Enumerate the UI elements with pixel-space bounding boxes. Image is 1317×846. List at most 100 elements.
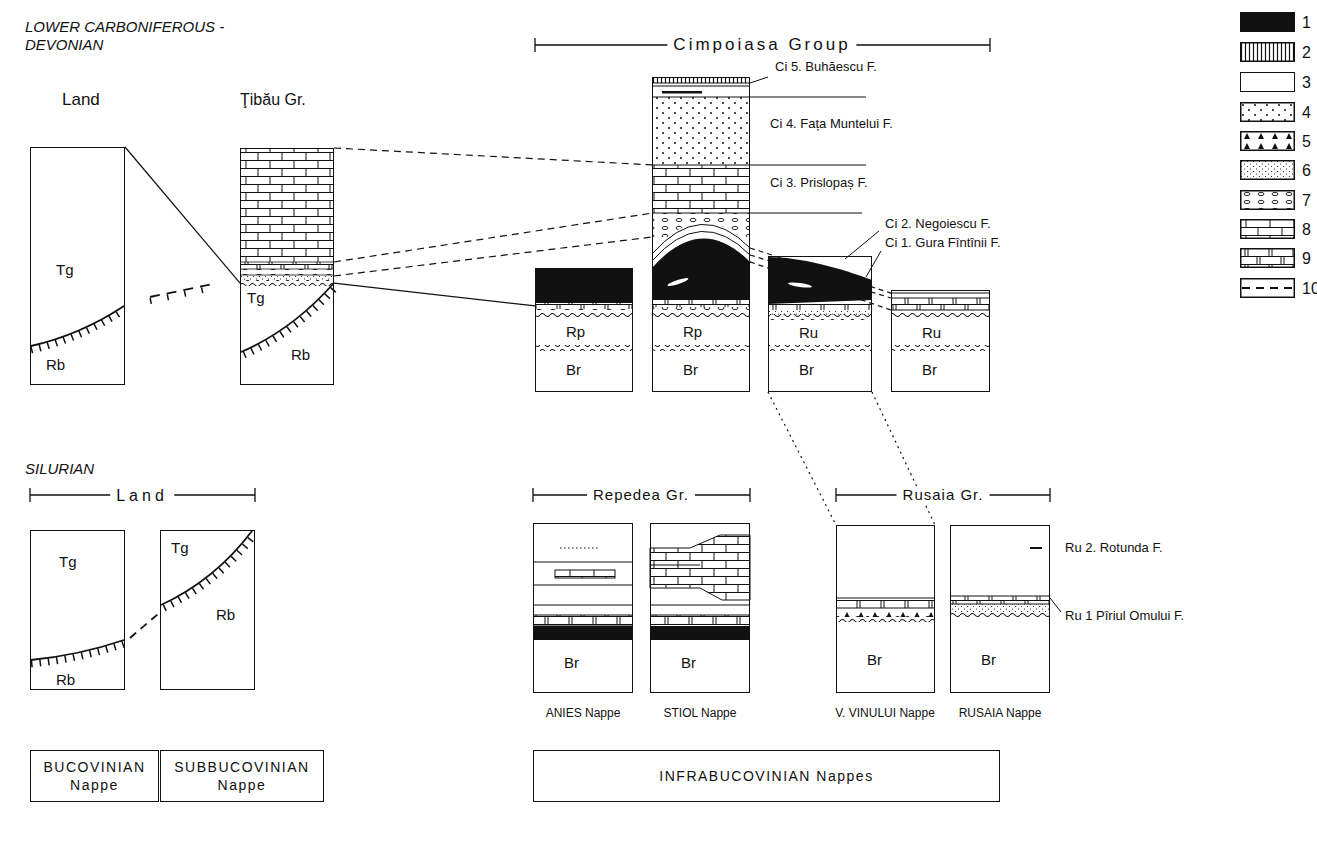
strat-column: TgRb — [240, 148, 334, 385]
unit-symbol: Rb — [46, 356, 65, 373]
legend-number: 7 — [1302, 191, 1311, 210]
strat-column: RuBr — [768, 256, 872, 392]
legend-number: 3 — [1302, 73, 1311, 92]
legend-number: 5 — [1302, 132, 1311, 151]
nappe-box: SUBBUCOVINIAN Nappe — [160, 750, 324, 802]
unit-symbol: Br — [566, 361, 581, 378]
correlation-line — [768, 392, 836, 525]
formation-label: Ru 1 Pîriul Omului F. — [1065, 608, 1184, 624]
vinului-strata — [836, 598, 935, 622]
correlation-line — [125, 147, 240, 283]
formation-label: Ci 3. Prislopaș F. — [770, 175, 868, 191]
group-header: Repedea Gr. — [587, 486, 695, 504]
legend-number: 9 — [1302, 249, 1311, 268]
legend-number: 8 — [1302, 220, 1311, 239]
unit-symbol: Rp — [566, 323, 585, 340]
section-title: LOWER CARBONIFEROUS - DEVONIAN — [25, 18, 253, 54]
legend-swatch — [1240, 72, 1295, 92]
strat-column: Br — [533, 523, 633, 693]
unit-symbol: Rb — [291, 346, 310, 363]
stiol-strata — [650, 535, 750, 640]
correlation-line — [750, 255, 891, 298]
group-header: Rusaia Gr. — [897, 486, 990, 504]
unit-symbol: Br — [683, 361, 698, 378]
unit-symbol: Tg — [59, 553, 77, 570]
unit-symbol: Ru — [799, 324, 818, 341]
unit-symbol: Rb — [216, 606, 235, 623]
anies-strata — [533, 548, 633, 640]
strat-column: RuBr — [891, 290, 990, 392]
strat-column: RpBr — [535, 268, 633, 392]
unit-symbol: Br — [981, 651, 996, 668]
formation-label: Ci 5. Buhăescu F. — [775, 59, 877, 75]
legend-swatch — [1240, 278, 1295, 298]
column-label: Land — [62, 90, 100, 110]
span-bracket — [30, 38, 1050, 502]
unit-symbol: Br — [799, 361, 814, 378]
strat-column: TgRb — [160, 530, 255, 690]
cimpoiasa-column-4-strata — [891, 293, 990, 351]
strat-column: Br — [950, 525, 1050, 693]
unit-symbol: Rp — [683, 323, 702, 340]
strat-column: TgRb — [30, 147, 125, 385]
column-label: Ţibău Gr. — [240, 90, 306, 109]
cimpoiasa-column-1-strata — [535, 268, 633, 351]
legend-number: 6 — [1302, 161, 1311, 180]
legend-swatch — [1240, 248, 1295, 268]
rusaia-strata — [950, 548, 1050, 618]
unit-symbol: Br — [867, 651, 882, 668]
strat-column: Br — [836, 525, 935, 693]
group-header: Cimpoiasa Group — [667, 35, 856, 55]
legend-number: 1 — [1302, 13, 1311, 32]
unit-symbol: Tg — [171, 539, 189, 556]
correlation-line — [334, 237, 652, 276]
cimpoiasa-column-2-strata — [652, 77, 750, 351]
nappe-label: STIOL Nappe — [664, 706, 737, 720]
formation-label: Ci 4. Fața Muntelui F. — [770, 116, 893, 132]
unit-symbol: Ru — [922, 324, 941, 341]
unit-symbol: Tg — [247, 289, 265, 306]
strat-column: TgRb — [30, 530, 125, 690]
nappe-box: BUCOVINIAN Nappe — [30, 750, 159, 802]
strat-column: RpBr — [652, 77, 750, 392]
tibau-strata — [240, 148, 336, 355]
correlation-line — [334, 213, 652, 262]
legend-swatch — [1240, 219, 1295, 239]
legend-swatch — [1240, 12, 1295, 32]
nappe-name: INFRABUCOVINIAN Nappes — [659, 767, 873, 785]
unit-symbol: Rb — [56, 671, 75, 688]
formation-leader — [750, 77, 1061, 612]
nappe-label: RUSAIA Nappe — [959, 706, 1042, 720]
unit-symbol: Br — [922, 361, 937, 378]
formation-label: Ci 2. Negoiescu F. — [885, 216, 991, 232]
legend-number: 2 — [1302, 43, 1311, 62]
formation-label: Ci 1. Gura Fîntînii F. — [885, 235, 1001, 251]
legend-number: 10 — [1302, 279, 1317, 298]
nappe-box: INFRABUCOVINIAN Nappes — [533, 750, 1000, 802]
unit-symbol: Br — [681, 654, 696, 671]
unit-symbol: Tg — [56, 261, 74, 278]
group-header: Land — [110, 486, 174, 505]
correlation-line — [750, 262, 891, 310]
nappe-name: BUCOVINIAN Nappe — [31, 758, 158, 794]
unit-symbol: Br — [564, 654, 579, 671]
correlation-line — [872, 392, 935, 525]
legend-swatch — [1240, 190, 1295, 210]
thrust-line — [31, 284, 213, 350]
legend-swatch — [1240, 131, 1295, 151]
cimpoiasa-column-3-strata — [768, 257, 872, 351]
legend-number: 4 — [1302, 103, 1311, 122]
nappe-name: SUBBUCOVINIAN Nappe — [161, 758, 323, 794]
correlation-line — [334, 283, 535, 306]
nappe-label: V. VINULUI Nappe — [835, 706, 935, 720]
legend-swatch — [1240, 42, 1295, 62]
formation-label: Ru 2. Rotunda F. — [1065, 540, 1163, 556]
correlation-line — [334, 148, 652, 165]
thrust-line — [31, 531, 255, 664]
legend-swatch — [1240, 102, 1295, 122]
nappe-label: ANIES Nappe — [546, 706, 621, 720]
